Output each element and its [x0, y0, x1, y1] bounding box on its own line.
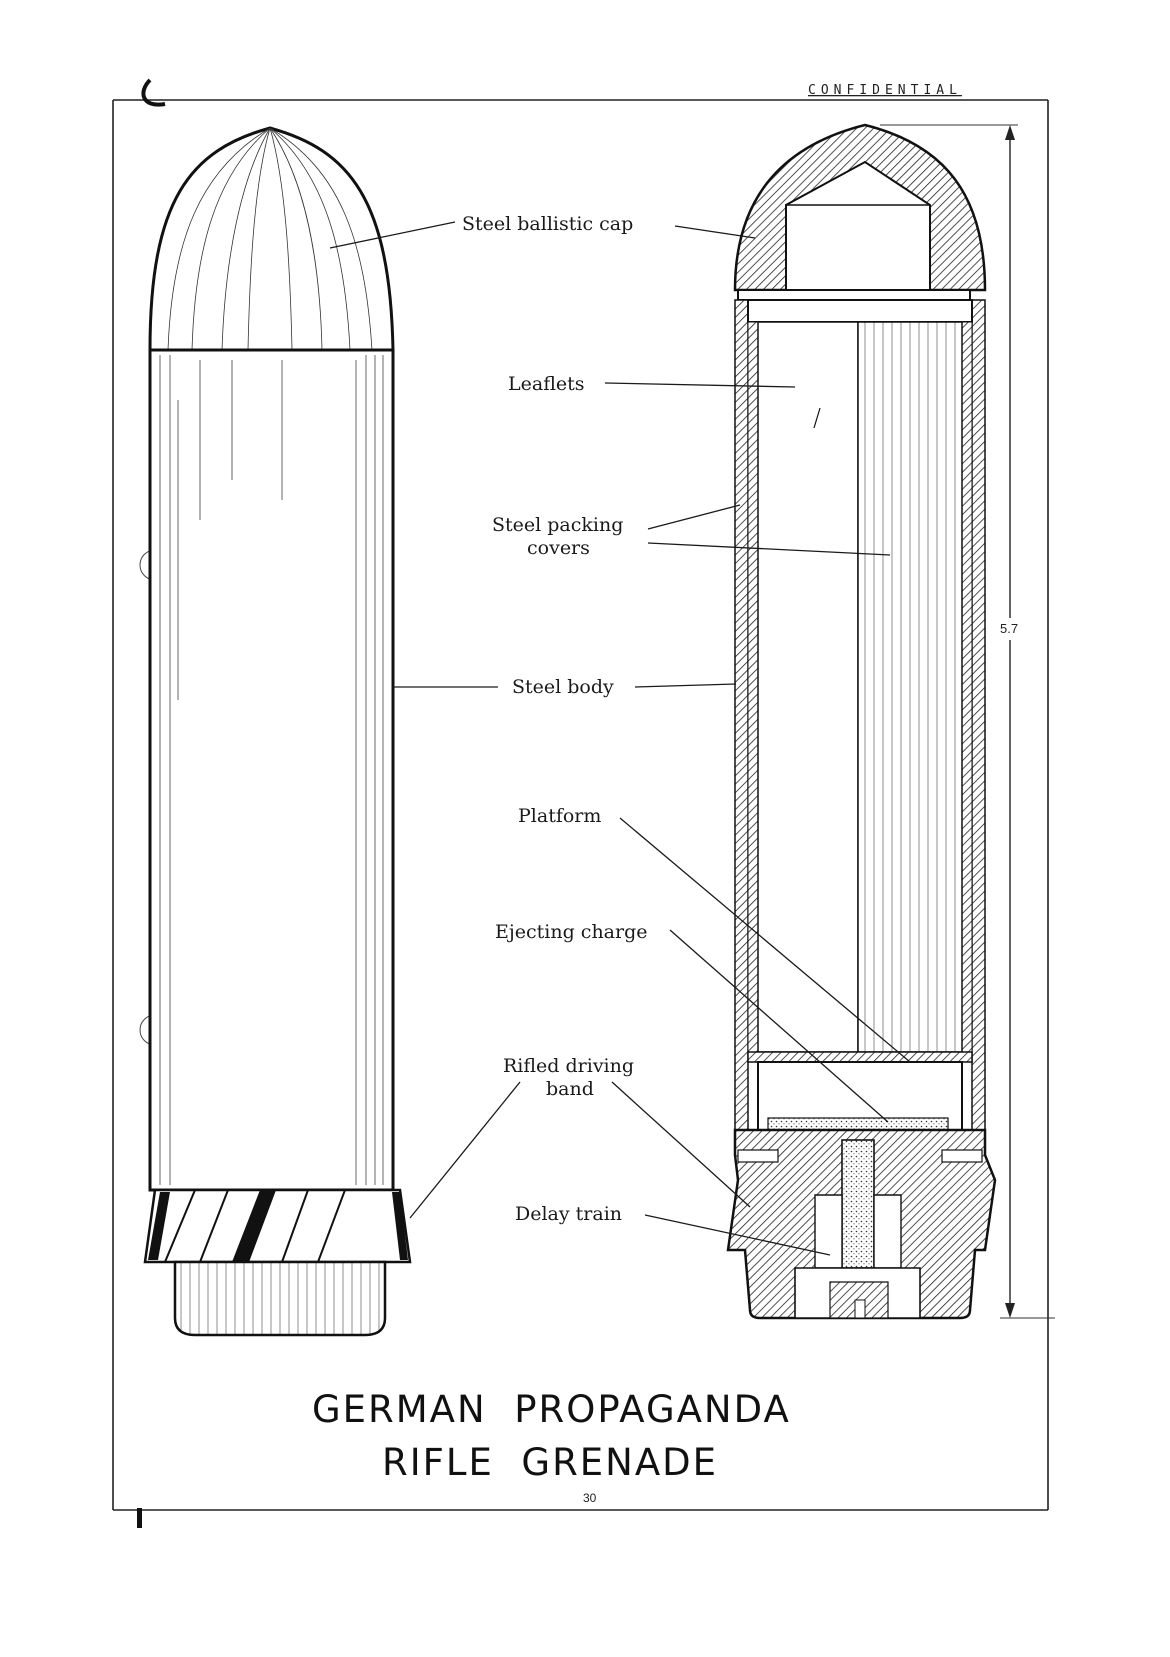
exterior-view: [143, 126, 412, 1337]
cross-section-view: [726, 123, 997, 1320]
label-ejecting-charge: Ejecting charge: [495, 921, 648, 943]
label-platform: Platform: [518, 805, 601, 827]
title-line-1: GERMAN PROPAGANDA: [312, 1388, 791, 1431]
label-leaflets: Leaflets: [508, 373, 585, 395]
title-line-2: RIFLE GRENADE: [382, 1441, 718, 1484]
label-steel-ballistic-cap: Steel ballistic cap: [462, 213, 633, 235]
label-delay-train: Delay train: [515, 1203, 622, 1225]
label-rifled-driving-band-2: band: [546, 1078, 594, 1100]
leader-lines: [329, 221, 911, 1256]
dimension-label: 5.7: [1000, 621, 1018, 636]
dimension-line: [880, 124, 1055, 1319]
classification-header: CONFIDENTIAL: [808, 83, 962, 98]
label-steel-body: Steel body: [512, 676, 614, 698]
label-rifled-driving-band-1: Rifled driving: [503, 1055, 634, 1077]
label-steel-packing-covers-2: covers: [527, 537, 590, 559]
page-number: 30: [583, 1491, 597, 1505]
label-steel-packing-covers-1: Steel packing: [492, 514, 623, 536]
